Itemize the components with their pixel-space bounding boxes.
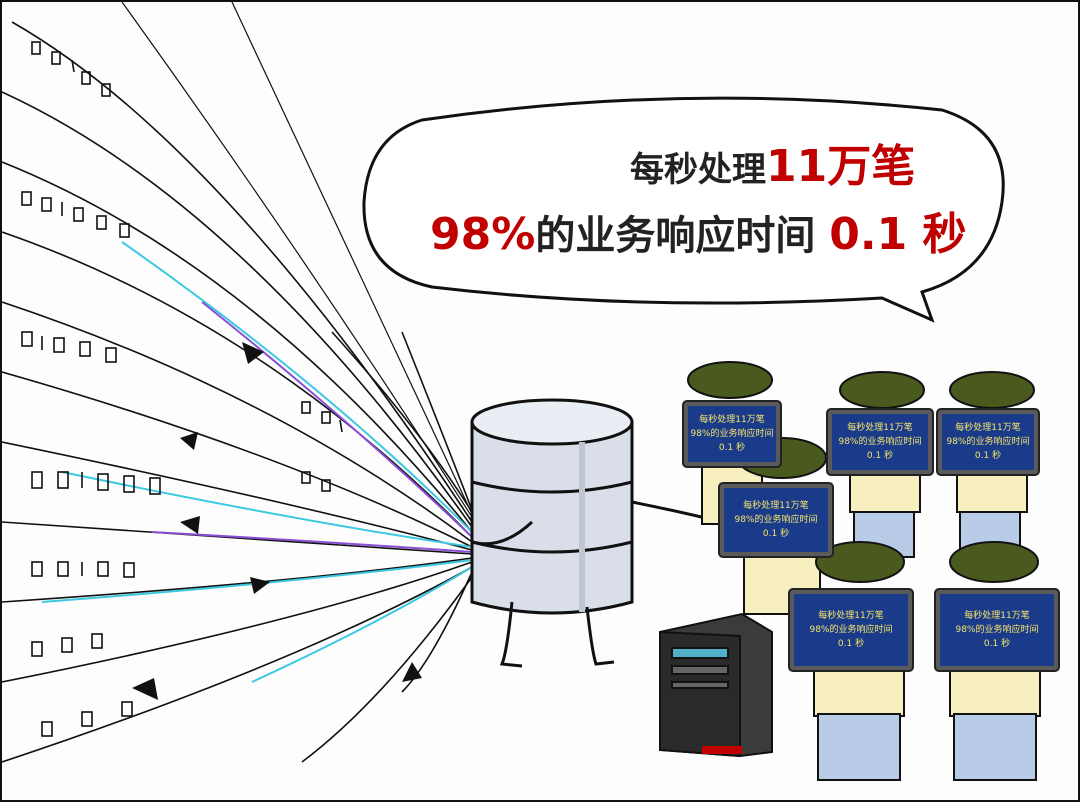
arrow-heads [132,342,422,700]
screen-line-1: 每秒处理11万笔 [743,501,809,511]
soldier-screen: 每秒处理11万笔 98%的业务响应时间 0.1 秒 [720,484,832,556]
screen-line-3: 0.1 秒 [866,451,894,461]
screen-line-1: 每秒处理11万笔 [964,611,1030,621]
screen-line-3: 0.1 秒 [718,443,746,453]
latency-label: 的业务响应时间 [535,213,816,259]
speech-bubble [362,96,1005,323]
screen-line-3: 0.1 秒 [974,451,1002,461]
screen-line-1: 每秒处理11万笔 [955,423,1021,433]
screen-line-2: 98%的业务响应时间 [734,515,818,525]
latency-value: 0.1 秒 [829,209,967,260]
soldier [949,541,1041,781]
binary-stream-accents [41,241,473,683]
screen-line-3: 0.1 秒 [762,529,790,539]
soldier-screen: 每秒处理11万笔 98%的业务响应时间 0.1 秒 [936,590,1058,670]
soldier [839,371,925,558]
screen-line-1: 每秒处理11万笔 [699,415,765,425]
screen-line-2: 98%的业务响应时间 [690,429,774,439]
screen-line-2: 98%的业务响应时间 [838,437,922,447]
soldier-screen: 每秒处理11万笔 98%的业务响应时间 0.1 秒 [828,410,932,474]
throughput-value: 11万笔 [766,141,916,192]
soldier-group [687,361,1041,781]
binary-stream-lines [2,2,473,763]
database-character [470,398,723,668]
screen-line-2: 98%的业务响应时间 [955,625,1039,635]
bubble-line-throughput: 每秒处理11万笔 [630,130,915,194]
binary-digits [21,41,343,737]
latency-percent: 98% [430,209,536,260]
throughput-label: 每秒处理 [630,150,766,190]
screen-line-3: 0.1 秒 [983,639,1011,649]
bubble-line-latency: 98%的业务响应时间 0.1 秒 [430,198,967,262]
soldier-screen: 每秒处理11万笔 98%的业务响应时间 0.1 秒 [684,402,780,466]
soldier [813,541,905,781]
soldier-screen: 每秒处理11万笔 98%的业务响应时间 0.1 秒 [938,410,1038,474]
screen-line-1: 每秒处理11万笔 [818,611,884,621]
screen-line-1: 每秒处理11万笔 [847,423,913,433]
screen-line-2: 98%的业务响应时间 [809,625,893,635]
server-tower-icon [659,612,773,758]
soldier-screen: 每秒处理11万笔 98%的业务响应时间 0.1 秒 [790,590,912,670]
screen-line-3: 0.1 秒 [837,639,865,649]
screen-line-2: 98%的业务响应时间 [946,437,1030,447]
